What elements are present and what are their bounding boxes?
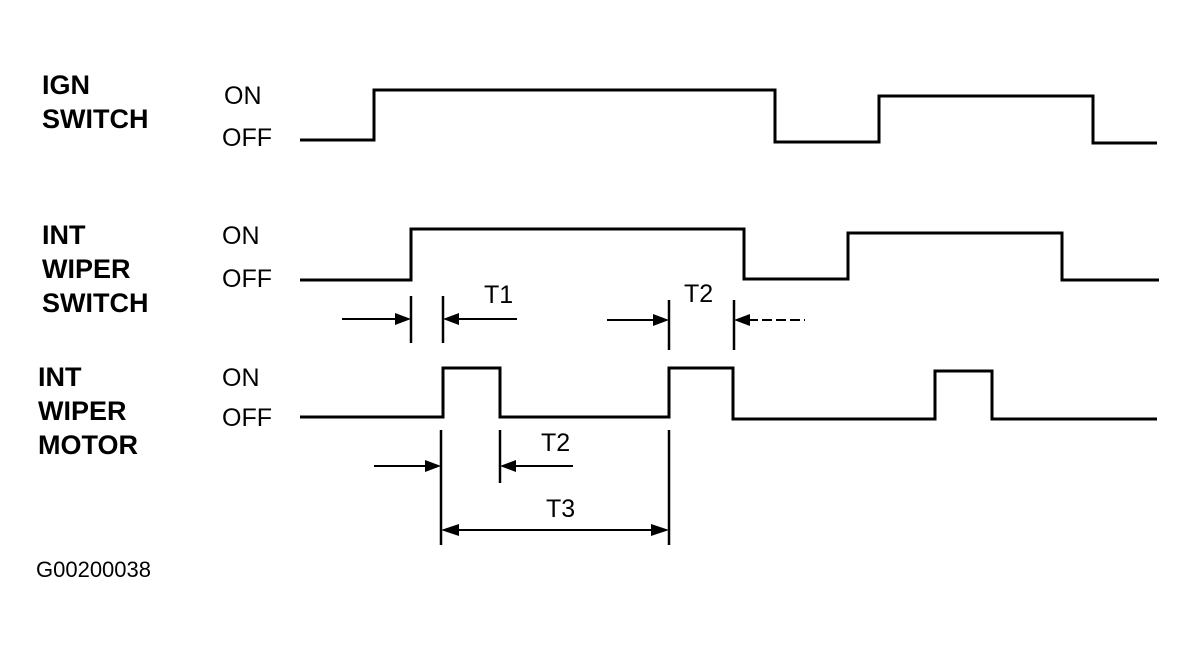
t1-right-arrowhead bbox=[443, 313, 459, 325]
t3-label: T3 bbox=[546, 495, 575, 523]
signal-label-line: SWITCH bbox=[42, 288, 148, 318]
figure-id: G00200038 bbox=[36, 557, 151, 582]
t3-right-arrowhead bbox=[651, 524, 669, 536]
t1-label: T1 bbox=[484, 281, 513, 309]
int-wiper-motor-waveform bbox=[300, 366, 1157, 421]
t1-left-arrowhead bbox=[395, 313, 411, 325]
signal-label-line: MOTOR bbox=[38, 430, 138, 460]
signal-label-line: WIPER bbox=[42, 254, 131, 284]
off-label: OFF bbox=[222, 124, 272, 152]
on-label: ON bbox=[222, 222, 260, 250]
t2-switch-label: T2 bbox=[684, 280, 713, 308]
ign-switch-waveform bbox=[300, 88, 1157, 145]
t2-motor-right-arrowhead bbox=[500, 460, 516, 472]
t2-motor-left-arrowhead bbox=[425, 460, 441, 472]
signal-ign-switch: IGN SWITCH ON OFF bbox=[42, 70, 1157, 152]
on-label: ON bbox=[222, 364, 260, 392]
t2-switch-timing-marker: T2 bbox=[607, 280, 805, 350]
signal-label-line: SWITCH bbox=[42, 104, 148, 134]
off-label: OFF bbox=[222, 404, 272, 432]
t3-timing-marker: T3 bbox=[441, 430, 671, 545]
t3-left-arrowhead bbox=[441, 524, 459, 536]
off-label: OFF bbox=[222, 265, 272, 293]
t2-right-arrowhead bbox=[734, 314, 750, 326]
t2-motor-label: T2 bbox=[541, 429, 570, 457]
on-label: ON bbox=[224, 82, 262, 110]
int-wiper-switch-waveform bbox=[300, 227, 1159, 282]
signal-label-line: INT bbox=[38, 362, 82, 392]
t2-left-arrowhead bbox=[653, 314, 669, 326]
t2-motor-timing-marker: T2 bbox=[374, 429, 573, 545]
signal-int-wiper-switch: INT WIPER SWITCH ON OFF bbox=[42, 220, 1159, 318]
t1-timing-marker: T1 bbox=[342, 281, 517, 343]
signal-label-line: WIPER bbox=[38, 396, 127, 426]
signal-label-line: INT bbox=[42, 220, 86, 250]
signal-label-line: IGN bbox=[42, 70, 90, 100]
signal-int-wiper-motor: INT WIPER MOTOR ON OFF bbox=[38, 362, 1157, 460]
